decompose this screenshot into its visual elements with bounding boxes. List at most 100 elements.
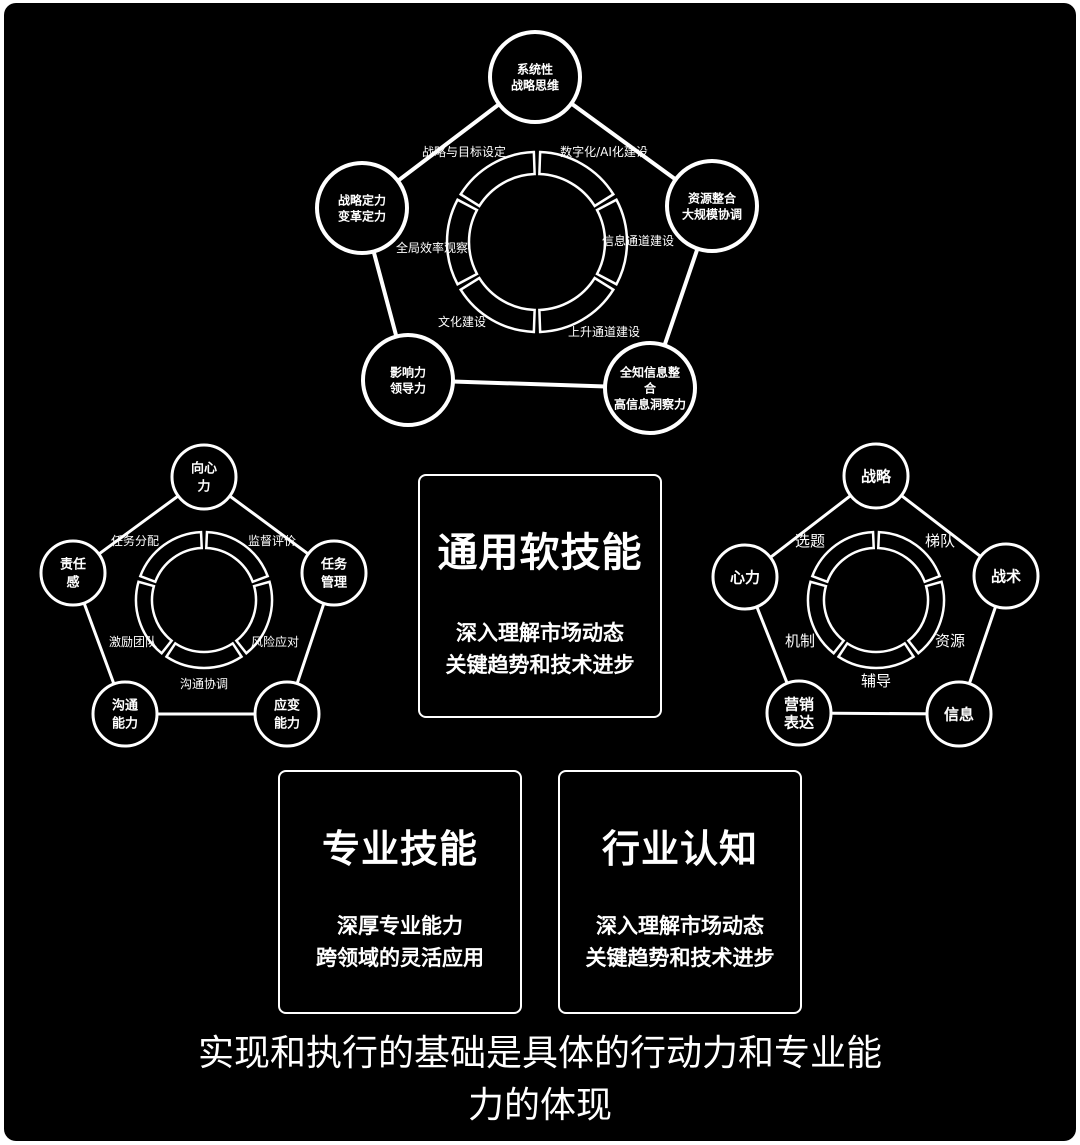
ring-label: 沟通协调	[180, 676, 228, 691]
ring-segment	[445, 198, 479, 286]
caption-line: 力的体现	[467, 1085, 612, 1126]
node-circle	[300, 539, 368, 607]
pentagon-node: 战术	[972, 542, 1040, 610]
node-label: 感	[66, 575, 79, 591]
node-circle	[253, 680, 321, 748]
node-label: 资源整合	[688, 190, 737, 205]
ring-segment	[234, 580, 274, 655]
node-label: 能力	[112, 716, 138, 732]
ring-segment	[458, 150, 536, 208]
node-label: 应变	[274, 698, 300, 714]
box-title: 专业技能	[321, 827, 478, 871]
ring-segment	[906, 580, 946, 655]
ring-label: 文化建设	[438, 314, 486, 329]
ring-segment	[164, 641, 244, 670]
ring-label: 资源	[935, 632, 965, 650]
node-circle	[39, 539, 107, 607]
pentagon-node: 心力	[711, 543, 779, 611]
ring-segment	[204, 530, 270, 584]
node-circle	[603, 341, 697, 435]
box-line: 跨领域的灵活应用	[316, 945, 484, 970]
node-circle	[315, 161, 409, 255]
box-line: 关键趋势和技术进步	[585, 945, 775, 970]
ring-label: 数字化/AI化建设	[560, 144, 648, 159]
node-label: 战略	[861, 467, 892, 485]
ring-label: 上升通道建设	[568, 325, 640, 339]
ring-label: 战略与目标设定	[422, 144, 506, 159]
node-label: 高信息洞察力	[614, 396, 686, 411]
node-circle	[925, 680, 993, 748]
pentagon-node: 责任感	[39, 539, 107, 607]
caption-line: 实现和执行的基础是具体的行动力和专业能	[197, 1033, 882, 1074]
node-label: 沟通	[112, 698, 138, 714]
box-line: 深入理解市场动态	[596, 914, 764, 938]
node-circle	[488, 30, 582, 124]
ring-label: 监督评价	[248, 533, 296, 548]
node-circle	[665, 159, 759, 253]
ring-label: 选题	[795, 532, 825, 550]
ring-segment	[138, 530, 204, 584]
ring-label: 全局效率观察	[396, 240, 468, 255]
node-label: 力	[197, 479, 210, 495]
ring-segment	[876, 530, 942, 584]
node-label: 能力	[274, 716, 300, 732]
node-label: 合	[644, 380, 657, 395]
node-circle	[972, 542, 1040, 610]
node-label: 心力	[730, 568, 760, 586]
ring-segment	[595, 198, 629, 286]
caption: 实现和执行的基础是具体的行动力和专业能 力的体现	[0, 1028, 1080, 1132]
node-circle	[842, 442, 910, 510]
box-professional-skills: 专业技能 深厚专业能力 跨领域的灵活应用	[278, 770, 522, 1014]
box-title: 行业认知	[601, 827, 758, 871]
ring-label: 任务分配	[111, 533, 159, 548]
node-label: 表达	[784, 713, 814, 731]
box-line: 关键趋势和技术进步	[445, 652, 635, 677]
pentagon-node: 战略	[842, 442, 910, 510]
box-general-soft-skills: 通用软技能 深入理解市场动态 关键趋势和技术进步	[418, 474, 662, 718]
node-label: 大规模协调	[682, 206, 742, 221]
ring-segment	[134, 580, 174, 655]
node-label: 领导力	[390, 380, 426, 395]
ring-segment	[538, 150, 616, 208]
ring-segment	[836, 641, 916, 670]
node-label: 战略思维	[511, 77, 559, 92]
ring-label: 风险应对	[251, 634, 299, 649]
box-industry-cognition: 行业认知 深入理解市场动态 关键趋势和技术进步	[558, 770, 802, 1014]
box-title: 通用软技能	[437, 530, 643, 576]
node-label: 信息	[944, 705, 974, 723]
node-circle	[765, 679, 833, 747]
ring-segment	[538, 276, 616, 334]
box-line: 深入理解市场动态	[456, 621, 624, 645]
node-label: 战略定力	[338, 192, 386, 207]
pentagon-node: 信息	[925, 680, 993, 748]
node-label: 管理	[321, 575, 347, 591]
node-label: 营销	[784, 695, 814, 713]
node-circle	[170, 443, 238, 511]
node-label: 责任	[60, 557, 86, 573]
ring-segment	[810, 530, 876, 584]
ring-label: 信息通道建设	[602, 233, 674, 248]
ring-label: 激励团队	[109, 634, 157, 649]
node-circle	[711, 543, 779, 611]
node-label: 向心	[191, 461, 217, 477]
node-label: 系统性	[517, 61, 553, 76]
node-circle	[361, 333, 455, 427]
ring-label: 辅导	[861, 672, 891, 690]
ring-segment	[458, 276, 536, 334]
pentagon-node: 向心力	[170, 443, 238, 511]
node-label: 影响力	[390, 364, 426, 379]
ring-label: 梯队	[925, 532, 955, 550]
ring-label: 机制	[785, 632, 815, 650]
